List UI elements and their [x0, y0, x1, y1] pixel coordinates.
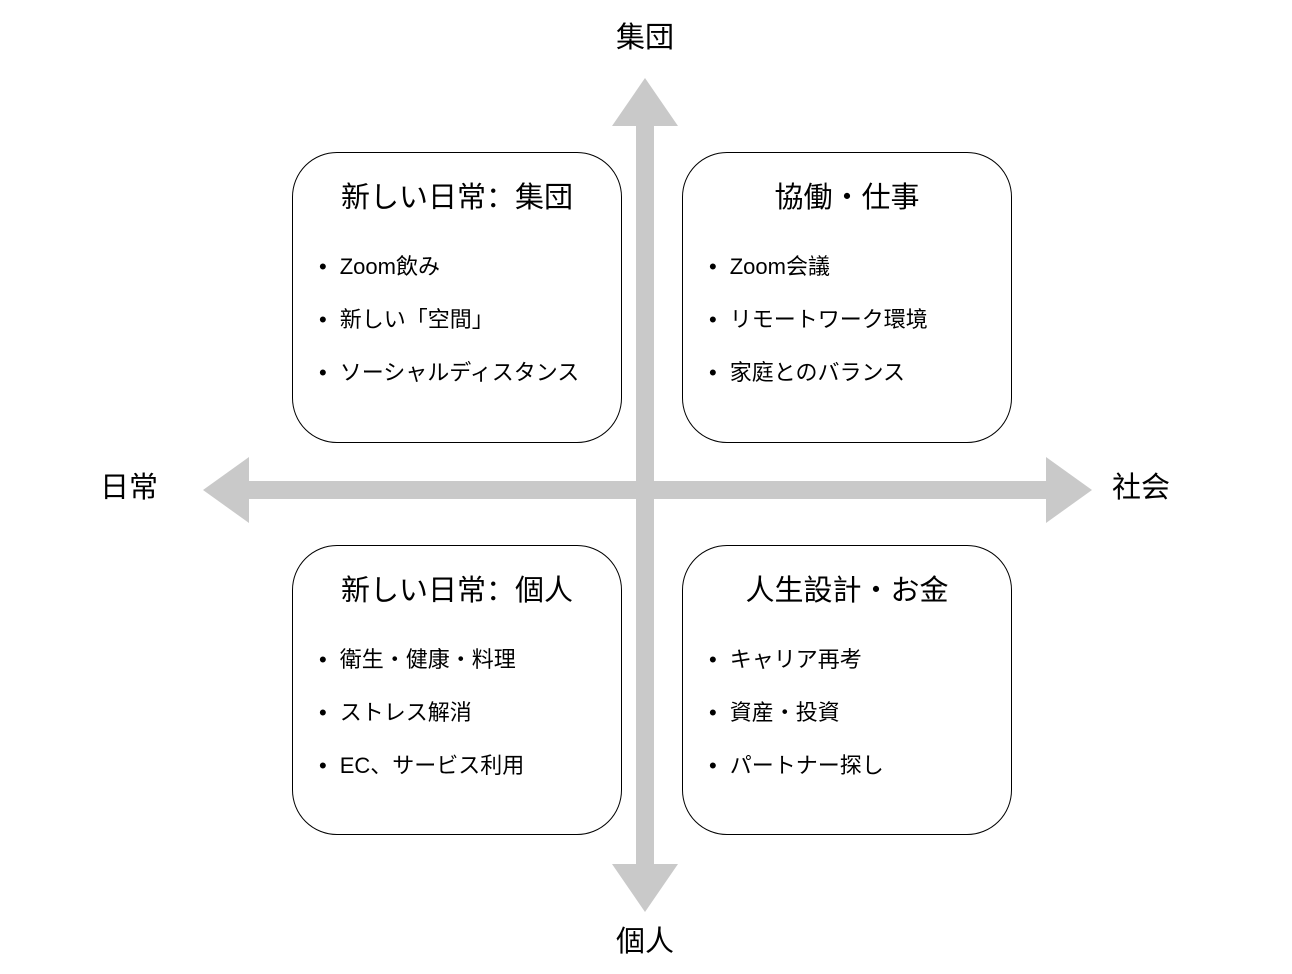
list-item-label: 家庭とのバランス: [729, 360, 906, 386]
bullet-icon: •: [319, 700, 327, 726]
quadrant-title: 協働・仕事: [774, 182, 920, 214]
quadrant-box-top-right: 協働・仕事 • Zoom会議 • リモートワーク環境 • 家庭とのバランス: [682, 152, 1012, 443]
list-item-label: ストレス解消: [339, 700, 472, 726]
list-item-label: 衛生・健康・料理: [339, 646, 516, 672]
quadrant-box-bottom-right: 人生設計・お金 • キャリア再考 • 資産・投資 • パートナー探し: [682, 545, 1012, 835]
bullet-icon: •: [709, 360, 717, 386]
list-item: • ストレス解消: [319, 700, 621, 726]
axis-label-left: 日常: [100, 472, 159, 504]
list-item-label: キャリア再考: [729, 646, 862, 672]
quadrant-list: • Zoom飲み • 新しい「空間」 • ソーシャルディスタンス: [293, 254, 621, 387]
quadrant-list: • 衛生・健康・料理 • ストレス解消 • EC、サービス利用: [293, 647, 621, 780]
list-item-label: 資産・投資: [729, 700, 840, 726]
list-item-label: Zoom会議: [729, 253, 830, 279]
list-item: • Zoom会議: [709, 254, 1011, 280]
axis-label-bottom: 個人: [615, 926, 675, 958]
list-item: • ソーシャルディスタンス: [319, 360, 621, 386]
bullet-icon: •: [709, 646, 717, 672]
quadrant-box-bottom-left: 新しい日常：個人 • 衛生・健康・料理 • ストレス解消 • EC、サービス利用: [292, 545, 622, 835]
list-item-label: 新しい「空間」: [339, 307, 494, 333]
bullet-icon: •: [319, 307, 327, 333]
list-item: • パートナー探し: [709, 753, 1011, 779]
list-item: • 新しい「空間」: [319, 307, 621, 333]
horizontal-axis-arrow-icon: [203, 457, 1092, 523]
quadrant-title: 新しい日常：個人: [340, 575, 573, 607]
list-item: • キャリア再考: [709, 647, 1011, 673]
list-item-label: パートナー探し: [729, 753, 884, 779]
quadrant-list: • キャリア再考 • 資産・投資 • パートナー探し: [683, 647, 1011, 780]
list-item: • 資産・投資: [709, 700, 1011, 726]
list-item: • 衛生・健康・料理: [319, 647, 621, 673]
quadrant-list: • Zoom会議 • リモートワーク環境 • 家庭とのバランス: [683, 254, 1011, 387]
list-item: • 家庭とのバランス: [709, 360, 1011, 386]
bullet-icon: •: [319, 253, 327, 279]
bullet-icon: •: [709, 700, 717, 726]
quadrant-title: 新しい日常：集団: [340, 182, 573, 214]
quadrant-title: 人生設計・お金: [745, 575, 949, 607]
axis-label-right: 社会: [1112, 472, 1171, 504]
bullet-icon: •: [319, 753, 327, 779]
list-item-label: Zoom飲み: [339, 253, 440, 279]
bullet-icon: •: [709, 307, 717, 333]
list-item-label: ソーシャルディスタンス: [339, 360, 580, 386]
axis-label-top: 集団: [615, 22, 675, 54]
list-item-label: EC、サービス利用: [339, 753, 525, 779]
bullet-icon: •: [319, 360, 327, 386]
bullet-icon: •: [709, 753, 717, 779]
list-item: • リモートワーク環境: [709, 307, 1011, 333]
quadrant-box-top-left: 新しい日常：集団 • Zoom飲み • 新しい「空間」 • ソーシャルディスタンス: [292, 152, 622, 443]
list-item-label: リモートワーク環境: [729, 307, 928, 333]
bullet-icon: •: [709, 253, 717, 279]
list-item: • Zoom飲み: [319, 254, 621, 280]
list-item: • EC、サービス利用: [319, 753, 621, 779]
bullet-icon: •: [319, 646, 327, 672]
